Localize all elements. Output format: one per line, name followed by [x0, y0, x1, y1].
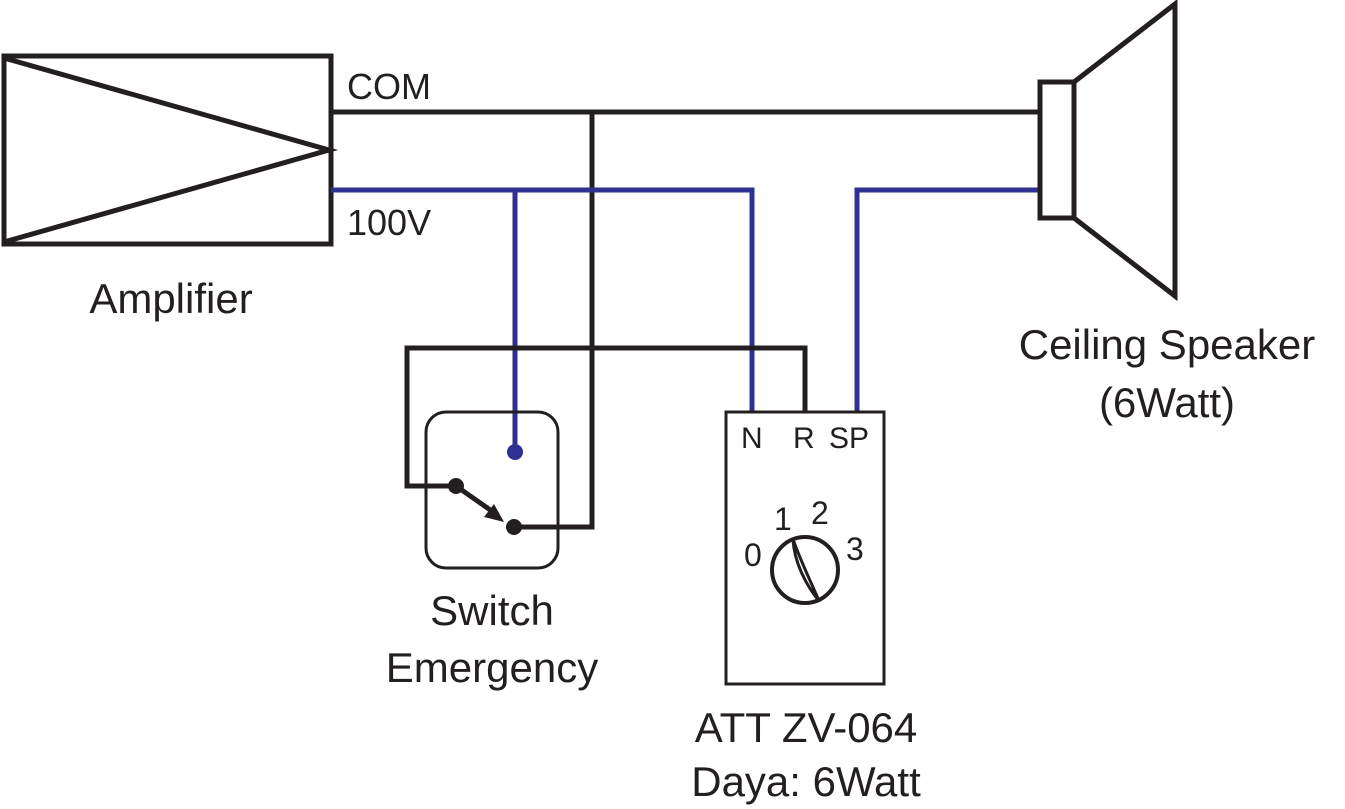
switch-top-terminal [507, 444, 523, 460]
amplifier-box [1, 53, 334, 247]
switch-body [424, 410, 560, 570]
speaker-label-line1: Ceiling Speaker [1019, 321, 1316, 368]
switch-arrowhead [484, 504, 504, 522]
speaker-label-line2: (6Watt) [1099, 379, 1235, 426]
speaker-cone [1071, 0, 1178, 302]
terminal-n-label: N [741, 422, 763, 455]
attenuator: N R SP 0 1 2 3 [724, 410, 886, 686]
terminal-sp-label: SP [829, 422, 869, 455]
attenuator-label-line1: ATT ZV-064 [695, 704, 918, 751]
dial-mark-1: 1 [774, 501, 792, 537]
amplifier [1, 53, 339, 247]
v100-main-line [331, 187, 755, 412]
amplifier-label: Amplifier [89, 275, 252, 322]
terminal-r-label: R [793, 422, 815, 455]
switch-pivot-terminal [448, 478, 464, 494]
switch-label-line2: Emergency [386, 644, 598, 691]
dial-mark-3: 3 [846, 531, 864, 567]
v100-label: 100V [347, 202, 431, 243]
switch-to-r-wire [404, 345, 808, 489]
speaker-magnet [1037, 79, 1077, 221]
attenuator-label-line2: Daya: 6Watt [691, 758, 921, 805]
v100-wire [331, 187, 1040, 452]
switch-contact-terminal [506, 519, 522, 535]
switch-label-line1: Switch [430, 587, 554, 634]
com-label: COM [347, 66, 431, 107]
amplifier-symbol [3, 55, 339, 245]
knob-pointer [791, 538, 821, 602]
emergency-switch [424, 410, 560, 570]
com-wire [331, 109, 1040, 530]
com-switch-branch [514, 112, 595, 530]
speaker-feed-line [854, 187, 1040, 412]
dial-mark-2: 2 [811, 495, 829, 531]
ceiling-speaker [1037, 0, 1178, 302]
switch-lever [454, 483, 498, 517]
dial-mark-0: 0 [744, 537, 762, 573]
